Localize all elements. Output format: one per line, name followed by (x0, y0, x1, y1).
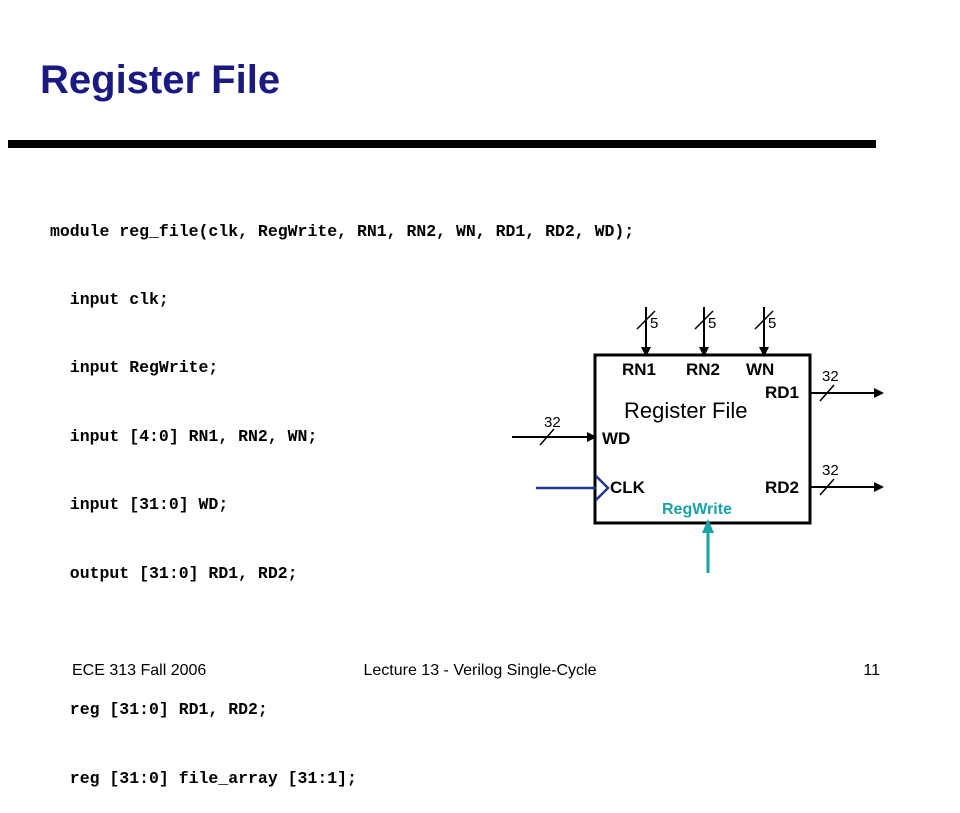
clk-label: CLK (610, 478, 646, 497)
register-file-block (593, 353, 812, 525)
footer-lecture: Lecture 13 - Verilog Single-Cycle (363, 662, 597, 679)
wd-bus-width: 32 (544, 414, 561, 431)
wn-bus-slash (754, 310, 774, 330)
footer-page-number: 11 (863, 662, 880, 679)
register-file-block-title: Register File (624, 398, 747, 423)
rd1-label: RD1 (765, 383, 799, 402)
rn2-bus-slash (694, 310, 714, 330)
register-file-diagram: 5 5 5 RN1 RN2 WN RD1 Register File WD CL… (512, 307, 884, 573)
footer-course: ECE 313 Fall 2006 (72, 662, 207, 679)
rn2-bus-width: 5 (708, 315, 716, 332)
regwrite-label: RegWrite (662, 501, 732, 518)
rn1-bus-slash (636, 310, 656, 330)
code-line: input [31:0] WD; (50, 495, 229, 515)
wn-bus-width: 5 (768, 315, 776, 332)
code-line (50, 631, 634, 654)
code-line: input [4:0] RN1, RN2, WN; (50, 426, 318, 446)
rd2-bus-slash (819, 478, 835, 496)
wd-bus-slash (539, 428, 555, 446)
rd1-bus-width: 32 (822, 368, 839, 385)
code-line: module reg_file(clk, RegWrite, RN1, RN2,… (50, 221, 635, 241)
rd1-bus-slash (819, 384, 835, 402)
rn1-label: RN1 (622, 360, 656, 379)
wd-label: WD (602, 429, 630, 448)
code-line: input RegWrite; (50, 358, 219, 378)
clock-edge-icon (595, 475, 610, 501)
code-line: input clk; (50, 289, 169, 309)
rn2-label: RN2 (686, 360, 720, 379)
wn-label: WN (746, 360, 774, 379)
code-line: reg [31:0] file_array [31:1]; (50, 768, 357, 788)
rd2-label: RD2 (765, 478, 799, 497)
code-line: output [31:0] RD1, RD2; (50, 563, 298, 583)
code-line: reg [31:0] RD1, RD2; (50, 700, 268, 720)
slide-title: Register File (40, 58, 281, 102)
rd2-bus-width: 32 (822, 462, 839, 479)
title-divider (8, 140, 876, 148)
rn1-bus-width: 5 (650, 315, 658, 332)
